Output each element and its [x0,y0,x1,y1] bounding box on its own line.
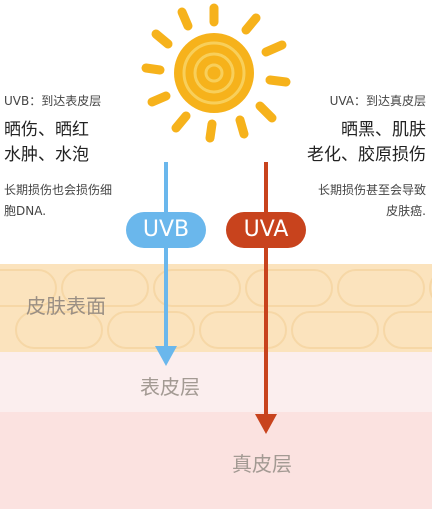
uva-arrow [255,162,277,434]
uvb-label: UVB [126,212,206,248]
uva-title: UVA：到达真皮层 [329,94,426,108]
dermis-band [0,412,432,509]
uvb-title: UVB：到达表皮层 [4,94,102,108]
uva-label: UVA [226,212,306,248]
layer-label-surface: 皮肤表面 [26,294,106,318]
uvb-effects: 晒伤、晒红 水肿、水泡 [4,120,89,165]
uvb-long-term: 长期损伤也会损伤细 胞DNA. [4,183,113,218]
skin-cell-pattern [0,269,432,349]
uva-effects: 晒黑、肌肤 老化、胶原损伤 [307,120,426,165]
skin-surface-band [0,264,432,352]
uva-long-term: 长期损伤甚至会导致 皮肤癌. [317,183,426,218]
layer-label-dermis: 真皮层 [232,452,292,476]
epidermis-band [0,352,432,412]
layer-label-epidermis: 表皮层 [140,375,200,399]
uvb-arrow [155,162,177,366]
sun-icon [141,3,291,143]
